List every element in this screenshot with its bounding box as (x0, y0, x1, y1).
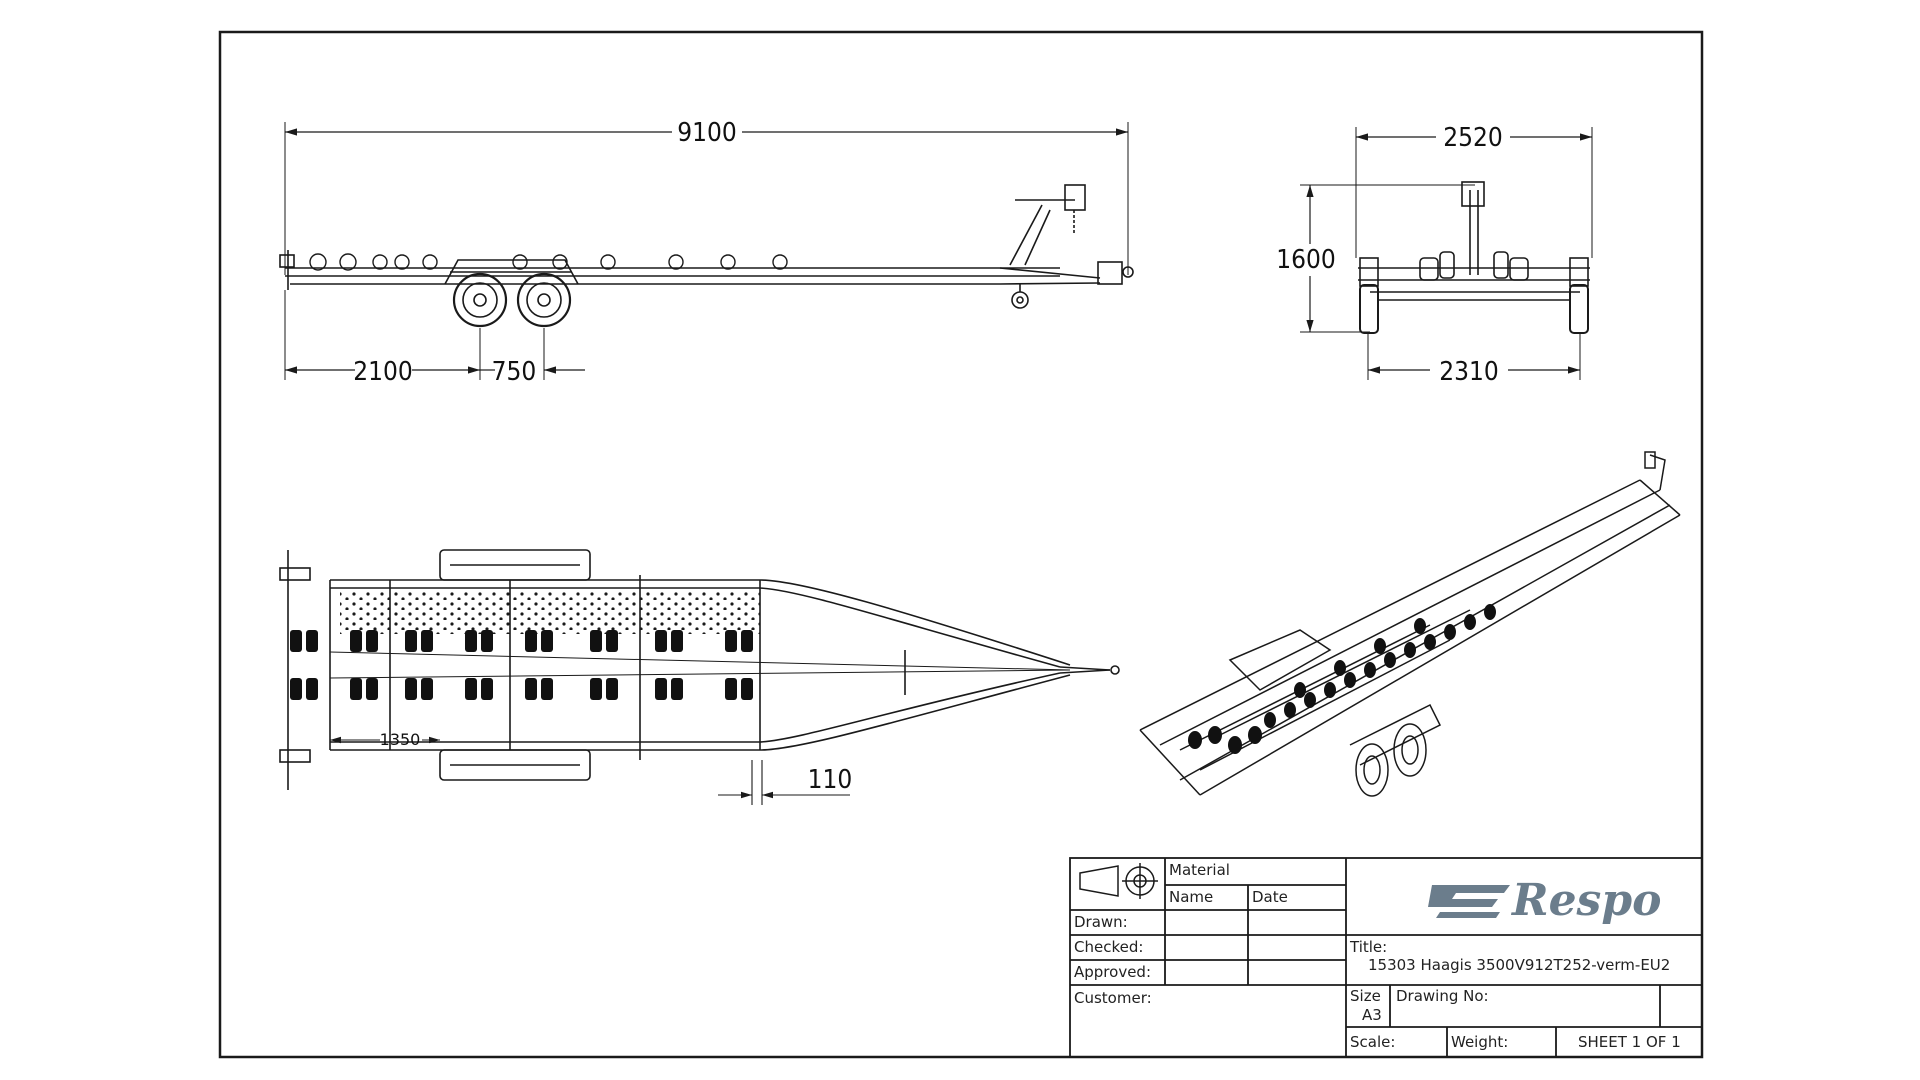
dim-front-to-axle: 2100 (353, 357, 413, 387)
sheet-label: SHEET 1 OF 1 (1578, 1033, 1681, 1051)
checked-label: Checked: (1074, 938, 1143, 956)
dim-track-width: 2310 (1439, 357, 1499, 387)
title-label: Title: (1349, 938, 1387, 956)
perforated-deck (340, 592, 760, 634)
dim-axle-spacing: 750 (492, 357, 537, 387)
size-value: A3 (1362, 1006, 1382, 1024)
customer-label: Customer: (1074, 989, 1152, 1007)
side-view (279, 122, 1134, 380)
size-label: Size (1350, 987, 1381, 1005)
drawing-border (218, 30, 1704, 1059)
top-view-dimensions (330, 736, 850, 805)
scale-label: Scale: (1350, 1033, 1395, 1051)
dim-height: 1600 (1276, 245, 1336, 275)
title-block (1069, 857, 1703, 1058)
drawn-label: Drawn: (1074, 913, 1128, 931)
top-view-rollers (290, 630, 753, 700)
dim-roller-pitch: 1350 (380, 730, 421, 749)
front-view (1300, 127, 1593, 380)
approved-label: Approved: (1074, 963, 1151, 981)
dim-overall-width: 2520 (1443, 123, 1503, 153)
title-value: 15303 Haagis 3500V912T252-verm-EU2 (1368, 956, 1670, 974)
date-label: Date (1252, 888, 1288, 906)
third-angle-projection-icon (1079, 863, 1158, 899)
name-label: Name (1169, 888, 1213, 906)
dim-frame-offset: 110 (808, 765, 853, 795)
respo-logo: Respo (1428, 875, 1661, 926)
isometric-rollers (1188, 604, 1496, 754)
top-view (279, 549, 1120, 790)
isometric-view (1139, 451, 1681, 797)
material-label: Material (1169, 861, 1230, 879)
drawing-no-label: Drawing No: (1396, 987, 1489, 1005)
dim-overall-length: 9100 (677, 118, 737, 148)
weight-label: Weight: (1451, 1033, 1508, 1051)
logo-text: Respo (1510, 875, 1661, 926)
